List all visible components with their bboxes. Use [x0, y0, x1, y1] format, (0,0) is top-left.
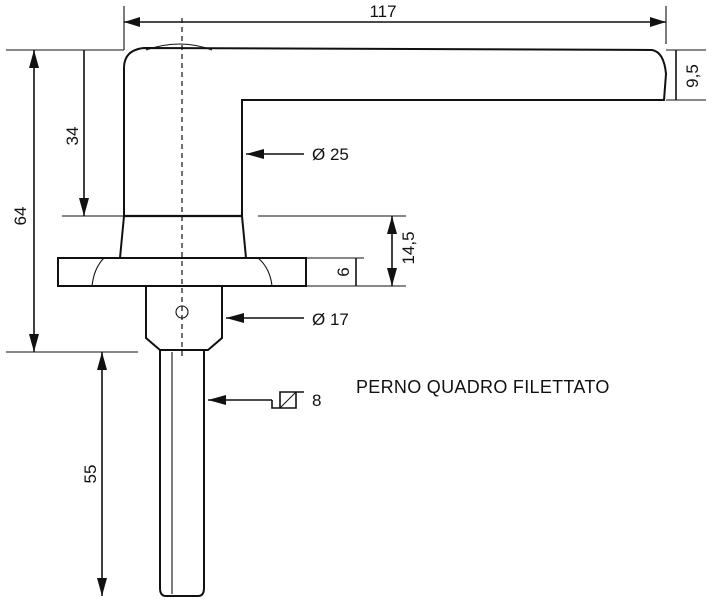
- dim-117: 117: [124, 2, 666, 27]
- dim-9-5: 9,5: [675, 50, 702, 100]
- dim-diameter-17-label: Ø 17: [312, 310, 349, 329]
- dim-117-label: 117: [369, 2, 396, 21]
- spindle: [159, 349, 205, 597]
- dim-square-8: 8: [208, 391, 321, 410]
- dim-diameter-25-label: Ø 25: [312, 145, 349, 164]
- dim-diameter-25: Ø 25: [246, 145, 349, 164]
- dim-diameter-17: Ø 17: [226, 310, 349, 329]
- dim-64-label: 64: [11, 207, 30, 226]
- neck-dome: [145, 43, 213, 51]
- dim-square-8-label: 8: [312, 391, 321, 410]
- dim-34: 34: [63, 50, 89, 216]
- lever-outline: [123, 46, 668, 217]
- dim-55-label: 55: [81, 465, 100, 484]
- dim-6-label: 6: [334, 267, 353, 276]
- dim-9-5-label: 9,5: [683, 64, 702, 88]
- spindle-note: PERNO QUADRO FILETTATO: [356, 377, 610, 397]
- dim-14-5-label: 14,5: [399, 231, 418, 264]
- handle-body: [57, 18, 668, 597]
- neck-collar: [118, 215, 248, 259]
- dim-55: 55: [81, 352, 107, 596]
- rosette-curve-left: [91, 257, 105, 287]
- dim-34-label: 34: [63, 127, 82, 146]
- dim-64: 64: [11, 50, 39, 352]
- rosette-curve-right: [257, 257, 273, 287]
- square-spindle-icon: [271, 391, 304, 409]
- extension-lines: [6, 6, 706, 353]
- dim-14-5: 14,5: [387, 216, 418, 286]
- dim-6: 6: [334, 258, 357, 286]
